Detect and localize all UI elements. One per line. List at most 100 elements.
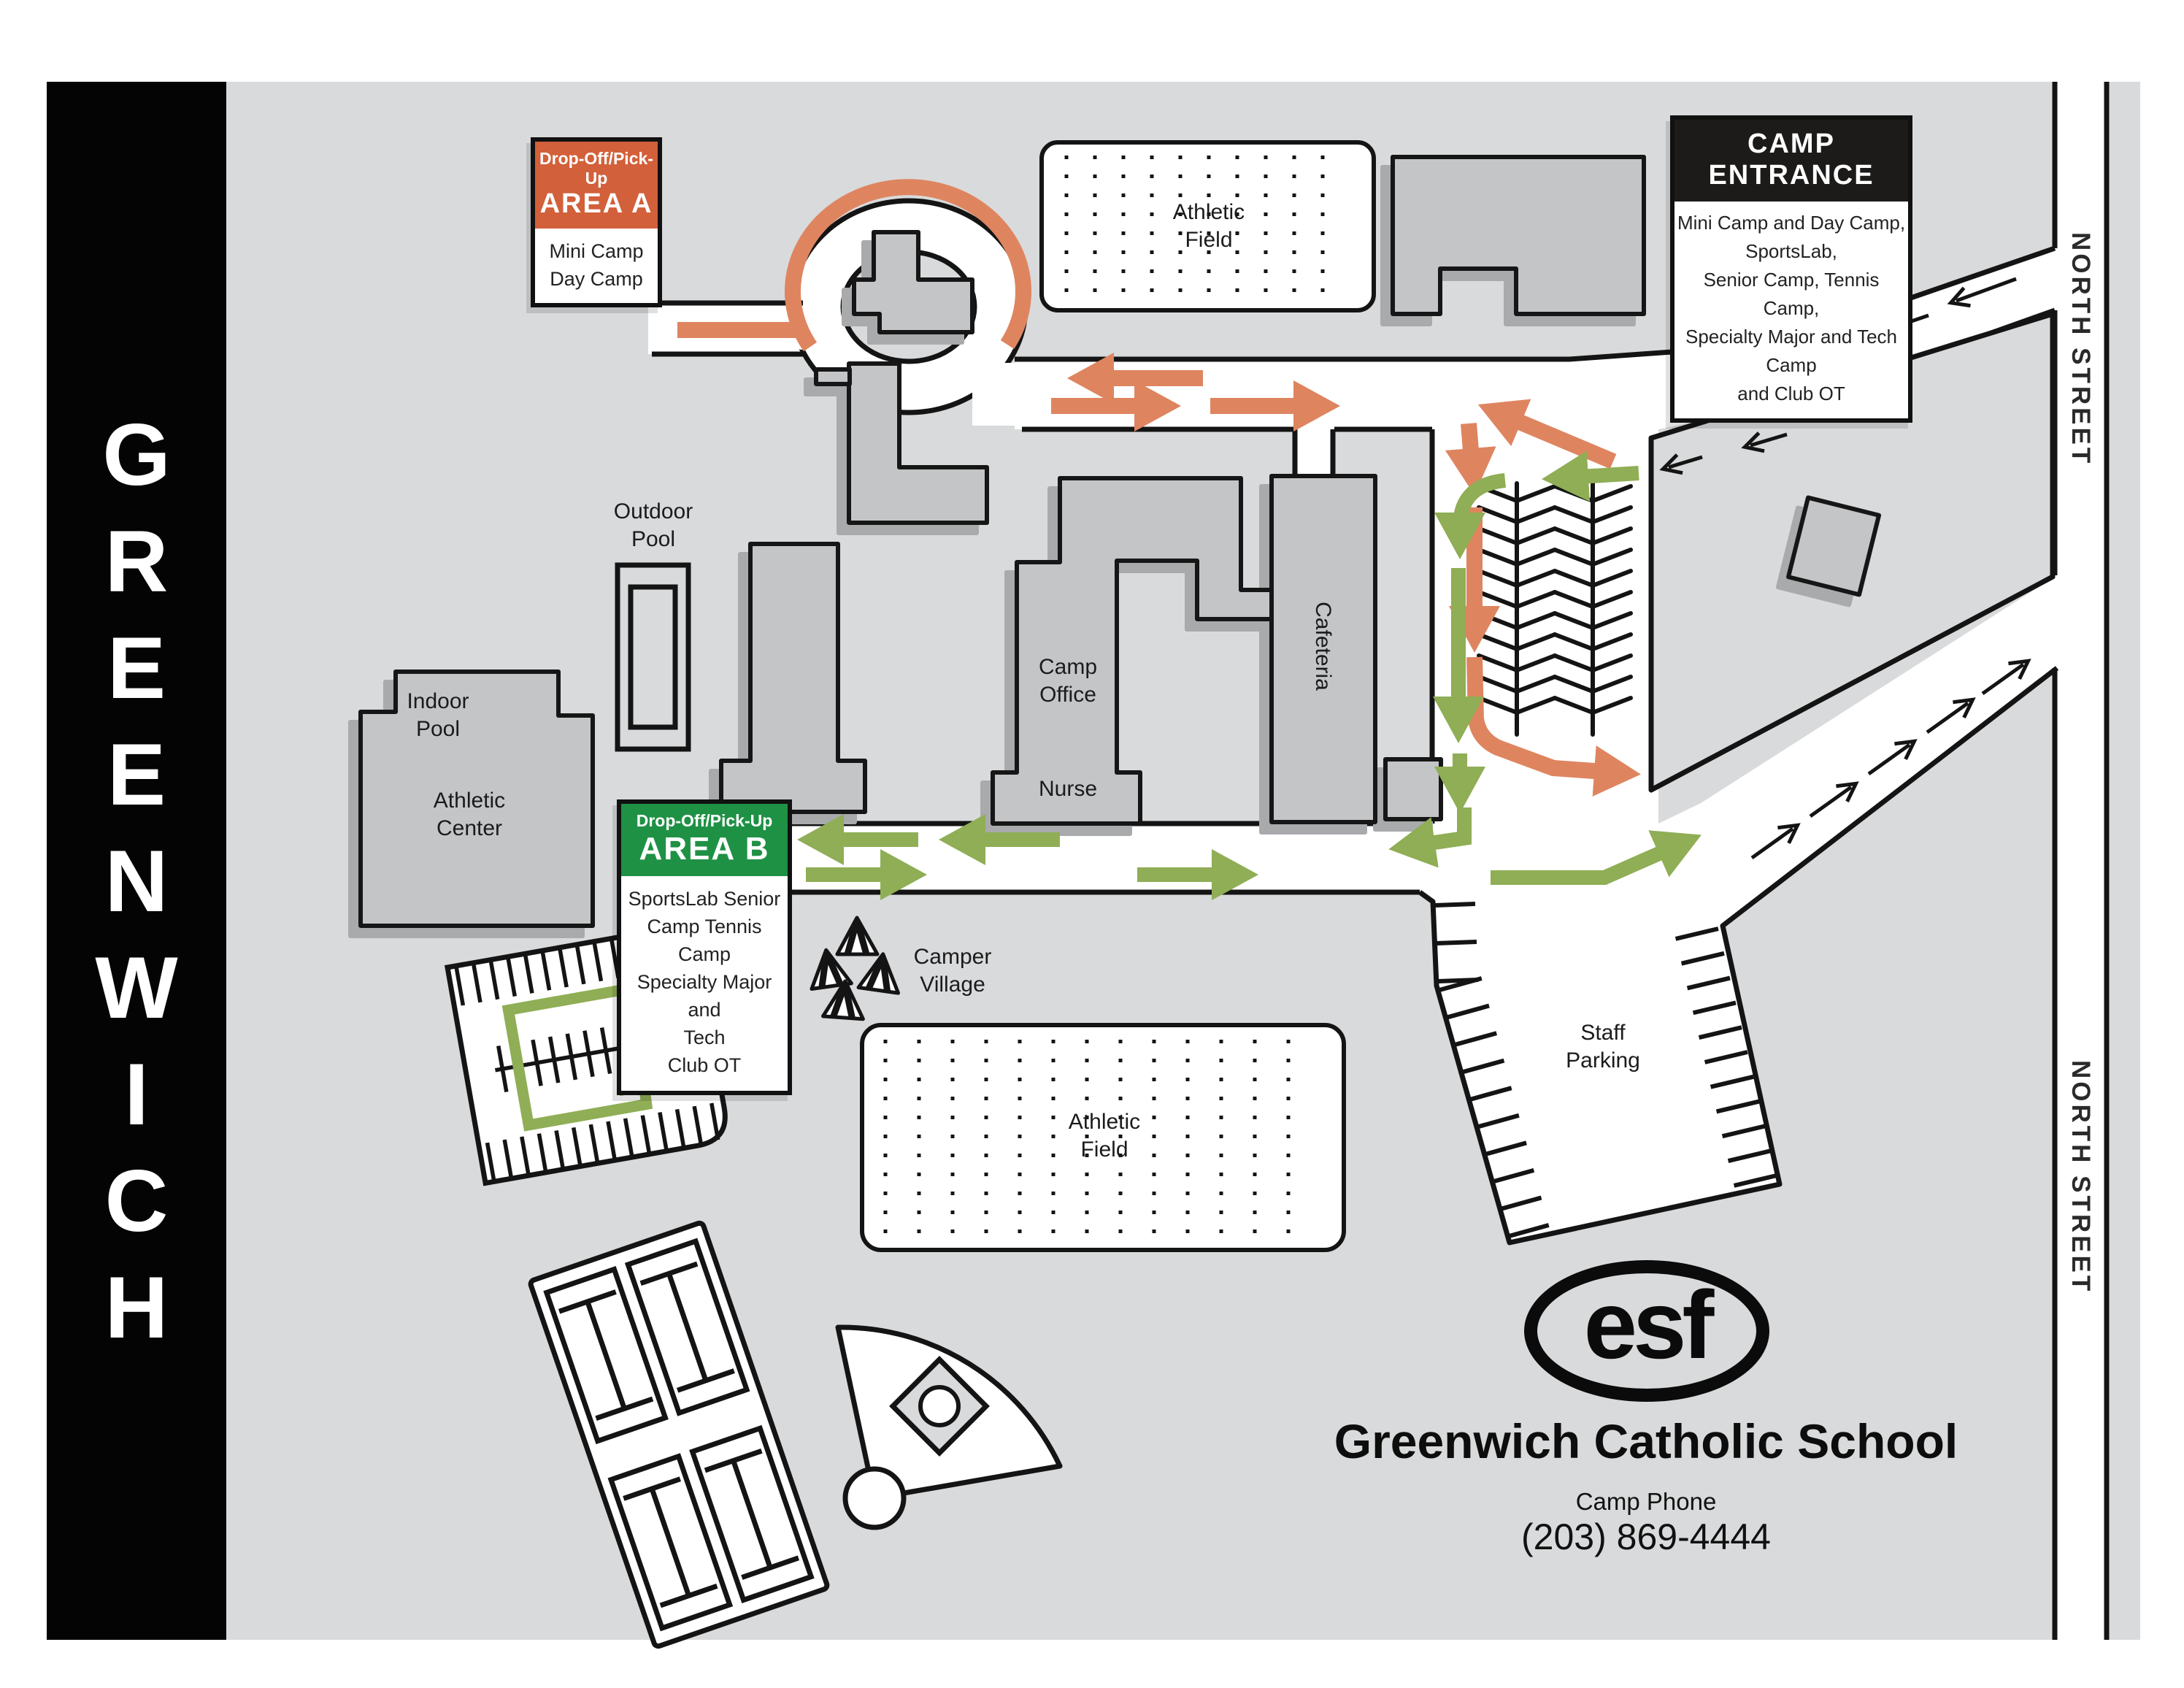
- herringbone-stall-line: [1553, 569, 1595, 588]
- staff-stall-line: [1476, 1113, 1520, 1129]
- junction-staff-parking-area: [788, 575, 2057, 1243]
- area-b-camp: Specialty Major and: [637, 971, 772, 1021]
- building-small-south: [1383, 757, 1443, 821]
- camp-entrance-callout: CAMP ENTRANCE Mini Camp and Day Camp, Sp…: [1670, 115, 1912, 423]
- lane-border: [652, 300, 803, 357]
- staff-exit-border: [1418, 666, 2059, 1246]
- area-b-camp: Club OT: [667, 1054, 742, 1076]
- herringbone-stall-line: [1591, 696, 1633, 715]
- north-street-label-top: NORTH STREET: [2066, 232, 2095, 467]
- banner-letter: E: [107, 619, 166, 717]
- athletic-field-top-label: Athletic Field: [1172, 200, 1245, 252]
- buildings: [358, 155, 1882, 928]
- outbound-arrow: [1867, 739, 1918, 776]
- parking-stall-line: [574, 945, 586, 985]
- route-b-arrow-turn-down: [1434, 473, 1507, 559]
- building-in-loop: [852, 230, 974, 334]
- herringbone-stall-line: [1553, 632, 1595, 651]
- area-a-callout: Drop-Off/Pick-Up AREA A Mini Camp Day Ca…: [531, 137, 662, 307]
- staff-stall-line: [1686, 975, 1731, 991]
- inbound-arrow: [1659, 453, 1703, 475]
- home-plate-circle: [842, 1466, 907, 1530]
- camper-village-label: Camper Village: [913, 945, 992, 997]
- herringbone-stall-line: [1553, 675, 1595, 694]
- herringbone-stall-line: [1515, 696, 1557, 715]
- camp-entrance-camp: Specialty Major and Tech Camp: [1685, 326, 1897, 376]
- herringbone-stall-line: [1553, 611, 1595, 630]
- tent-icon: [810, 948, 853, 991]
- indoor-pool-label: Indoor Pool: [407, 689, 469, 741]
- court-markings: [558, 1289, 654, 1422]
- herringbone-stall-line: [1591, 505, 1633, 524]
- building-cafeteria: [1269, 474, 1377, 824]
- outdoor-pool: [615, 562, 691, 752]
- area-b-camp: SportsLab Senior: [628, 888, 781, 910]
- parking-stall-line: [540, 951, 552, 991]
- building-north: [1391, 155, 1646, 316]
- herringbone-stall-line: [1591, 548, 1633, 567]
- court-markings: [623, 1476, 718, 1608]
- north-street-road: [2055, 82, 2107, 1640]
- tent-icon: [856, 952, 901, 995]
- building-athletic-center: [358, 670, 595, 928]
- staff-stall-line: [1692, 1000, 1737, 1016]
- athletic-fields: [860, 140, 1376, 1252]
- staff-stall-line: [1446, 1003, 1490, 1020]
- staff-stall-line: [1453, 1031, 1498, 1048]
- route-b-arrow-into-road: [1388, 807, 1472, 868]
- herringbone-stall-line: [1477, 590, 1519, 609]
- area-b-camp: Camp Tennis Camp: [647, 916, 762, 965]
- banner-letter: H: [104, 1259, 169, 1357]
- outbound-arrow: [1926, 697, 1976, 734]
- parking-stall-line: [710, 1102, 720, 1140]
- staff-stall-line: [1483, 1140, 1527, 1157]
- camper-village-tents: [810, 916, 901, 1021]
- camp-entrance-title-line1: CAMP: [1747, 128, 1835, 159]
- herringbone-stall-line: [1515, 548, 1557, 567]
- camp-entrance-camp: Mini Camp and Day Camp,: [1677, 212, 1906, 234]
- staff-stall-line: [1704, 1050, 1748, 1064]
- banner-letter: E: [107, 726, 166, 824]
- building-gym-annex: [814, 367, 852, 386]
- athletic-field-top-outline: [1039, 140, 1376, 312]
- area-b-camp: Tech: [683, 1027, 726, 1048]
- staff-stall-line: [1698, 1025, 1742, 1040]
- athletic-field-bottom-label: Athletic Field: [1068, 1110, 1141, 1162]
- camp-entrance-camp: Senior Camp, Tennis Camp,: [1703, 269, 1880, 319]
- route-b-green: [797, 450, 1702, 900]
- camp-entrance-camp: SportsLab,: [1745, 240, 1837, 262]
- herringbone-stall-line: [1515, 632, 1557, 651]
- herringbone-stall-line: [1553, 653, 1595, 672]
- herringbone-stall-line: [1553, 548, 1595, 567]
- area-a-tag: Drop-Off/Pick-Up: [539, 149, 653, 188]
- parking-stall-line: [692, 1105, 703, 1143]
- parking-stall-line: [537, 1133, 548, 1171]
- herringbone-stall-line: [1477, 505, 1519, 524]
- tennis-courts-outline: [528, 1220, 830, 1649]
- herringbone-stall-line: [1591, 484, 1633, 503]
- herringbone-stall-line: [1477, 653, 1519, 672]
- inbound-arrow: [1947, 277, 2017, 308]
- herringbone-stall-line: [1515, 505, 1557, 524]
- herringbone-stall-line: [1515, 675, 1557, 694]
- camp-entrance-camp: and Club OT: [1737, 383, 1845, 404]
- pitchers-mound: [918, 1385, 961, 1427]
- parking-stall-line: [502, 1139, 513, 1177]
- herringbone-stall-line: [1591, 632, 1633, 651]
- field-lane-dashes: [883, 156, 1325, 1235]
- camp-phone-number: (203) 869-4444: [1521, 1516, 1771, 1557]
- banner-letter: R: [104, 513, 169, 610]
- herringbone-stall-line: [1477, 569, 1519, 588]
- herringbone-stall-line: [1515, 569, 1557, 588]
- staff-stall-line: [1439, 976, 1483, 992]
- banner-letter: G: [102, 406, 171, 504]
- parking-stall-line: [640, 1115, 651, 1153]
- esf-logo: esf: [1524, 1260, 1769, 1402]
- parking-stall-line: [554, 1130, 565, 1168]
- center-herringbone-parking: [1477, 481, 1633, 737]
- parking-stall-line: [592, 943, 604, 982]
- parking-stall-line: [488, 961, 500, 1000]
- route-a-arrow-down-short: [1445, 423, 1496, 495]
- herringbone-stall-line: [1515, 526, 1557, 545]
